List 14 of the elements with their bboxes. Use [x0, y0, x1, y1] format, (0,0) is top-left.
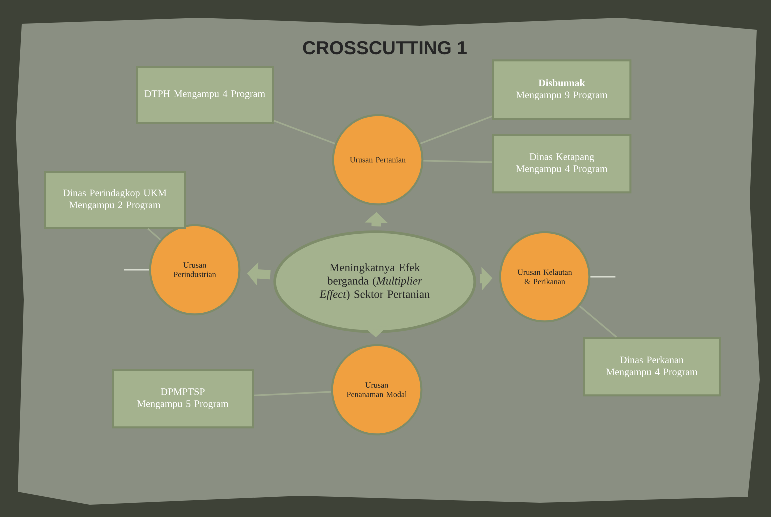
office-box: Dinas Perkanan Mengampu 4 Program	[583, 337, 721, 397]
connector-line	[254, 391, 332, 396]
office-box: DPMPTSP Mengampu 5 Program	[112, 369, 254, 429]
office-box: DTPH Mengampu 4 Program	[136, 66, 274, 124]
stub-line	[124, 269, 150, 271]
office-box: Dinas Perindagkop UKM Mengampu 2 Program	[44, 171, 186, 229]
stub-line	[590, 276, 616, 278]
connector-line	[420, 116, 493, 144]
connector-line	[274, 120, 336, 145]
connector-line	[148, 228, 162, 241]
office-box: Dinas Ketapang Mengampu 4 Program	[492, 134, 632, 194]
connector-line	[579, 306, 618, 338]
office-box: Disbunnak Mengampu 9 Program	[492, 60, 632, 120]
title: CROSSCUTTING 1	[303, 41, 467, 55]
